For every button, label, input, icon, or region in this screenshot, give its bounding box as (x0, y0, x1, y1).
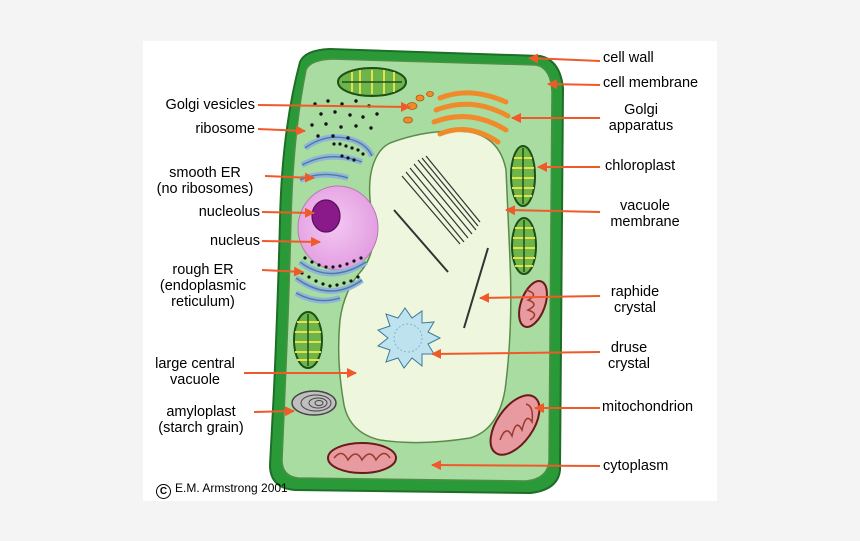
copyright-symbol: C (156, 484, 171, 499)
label-vacuole-membrane: vacuole membrane (610, 198, 680, 230)
chloroplast-top (337, 67, 407, 97)
credit-text: E.M. Armstrong 2001 (175, 481, 288, 495)
rough-er (294, 259, 368, 304)
er-dotted-edge (332, 142, 365, 162)
label-cytoplasm: cytoplasm (603, 458, 669, 474)
chloroplast-left (293, 311, 323, 369)
label-cell-membrane: cell membrane (603, 75, 699, 91)
label-smooth-er: smooth ER (no ribosomes) (156, 165, 254, 197)
smooth-er (298, 134, 375, 183)
rough-er-ribosomes (300, 256, 363, 288)
label-amyloplast: amyloplast (starch grain) (158, 404, 244, 436)
mitochondrion-right-lower (489, 394, 541, 456)
label-golgi-vesicles: Golgi vesicles (165, 97, 255, 113)
chloroplast-right-upper (510, 145, 536, 207)
label-mitochondrion: mitochondrion (602, 399, 694, 415)
label-rough-er: rough ER (endoplasmic reticulum) (159, 262, 247, 310)
copyright-credit: C E.M. Armstrong 2001 (156, 481, 288, 499)
mitochondrion-right-upper (518, 280, 548, 328)
label-golgi-apparatus: Golgi apparatus (608, 102, 674, 134)
label-chloroplast: chloroplast (605, 158, 676, 174)
label-cell-wall: cell wall (603, 50, 654, 66)
label-raphide-crystal: raphide crystal (610, 284, 660, 316)
label-nucleolus: nucleolus (198, 204, 260, 220)
free-ribosomes (310, 99, 379, 140)
pointer-arrows-left (244, 101, 411, 417)
label-druse-crystal: druse crystal (608, 340, 650, 372)
pointer-arrows (431, 53, 601, 471)
label-large-central-vacuole: large central vacuole (155, 356, 235, 388)
nucleus (297, 185, 379, 271)
chloroplast-right-lower (511, 217, 537, 275)
mitochondrion-bottom (327, 442, 397, 474)
amyloplast (291, 390, 337, 416)
label-ribosome: ribosome (195, 121, 255, 137)
label-nucleus: nucleus (210, 233, 260, 249)
raphide-crystals (393, 155, 489, 329)
nucleolus (311, 199, 341, 233)
druse-crystal (376, 307, 442, 369)
golgi-apparatus (431, 90, 511, 145)
